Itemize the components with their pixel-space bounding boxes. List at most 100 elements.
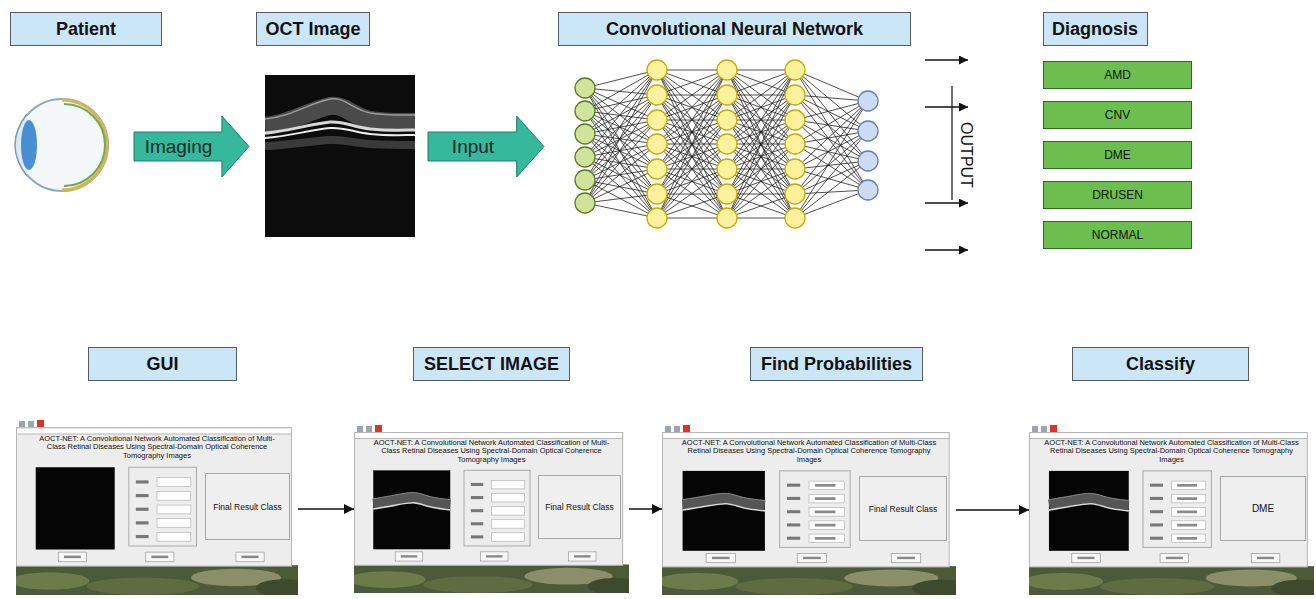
eye-illustration xyxy=(15,99,108,191)
diagnosis-class-box: NORMAL xyxy=(1043,221,1192,249)
probability-field xyxy=(809,494,844,503)
result-text: Final Result Class xyxy=(869,504,938,514)
button-caption-mark xyxy=(486,555,503,557)
result-text: Final Result Class xyxy=(545,502,614,512)
field-label-mark xyxy=(471,522,483,525)
result-panel: Final Result Class xyxy=(859,476,947,541)
neuron xyxy=(785,85,805,105)
header-text: OCT Image xyxy=(265,19,360,40)
result-panel: Final Result Class xyxy=(538,475,621,539)
process-arrow: Input xyxy=(427,115,545,178)
neuron xyxy=(575,193,595,213)
result-text: DME xyxy=(1252,503,1274,514)
network-connection xyxy=(585,70,657,157)
network-connection xyxy=(585,88,657,95)
neuron xyxy=(785,159,805,179)
network-connection xyxy=(585,111,657,218)
network-connection xyxy=(795,101,868,194)
network-connection xyxy=(585,169,657,203)
arrow-label: Input xyxy=(427,136,519,158)
network-connection xyxy=(795,101,868,120)
stage-header-box: Diagnosis xyxy=(1043,12,1148,46)
probability-field xyxy=(1172,521,1206,530)
probability-field xyxy=(1172,508,1206,517)
window-titlebar xyxy=(355,433,623,439)
button-caption-mark xyxy=(401,555,418,557)
neuron xyxy=(647,208,667,228)
window-button xyxy=(706,553,735,562)
neuron xyxy=(575,101,595,121)
output-arrow xyxy=(925,59,968,60)
gui-window-screenshot: AOCT-NET: A Convolutional Network Automa… xyxy=(354,425,629,593)
network-connection xyxy=(795,95,868,190)
network-connection xyxy=(727,194,795,218)
header-text: Convolutional Neural Network xyxy=(606,19,863,40)
neuron xyxy=(785,208,805,228)
window-button xyxy=(1160,553,1189,562)
neuron xyxy=(717,134,737,154)
probability-field xyxy=(492,533,525,541)
field-label-mark xyxy=(136,494,149,497)
desktop-icon xyxy=(1050,425,1057,432)
choroid-layer xyxy=(64,104,105,186)
probability-field xyxy=(492,520,525,528)
network-connection xyxy=(795,144,868,190)
field-label-mark xyxy=(471,496,483,499)
network-connection xyxy=(657,70,727,144)
arrow-label: Imaging xyxy=(133,136,224,158)
desktop-icon xyxy=(28,421,34,427)
network-connection xyxy=(585,134,657,218)
network-connection xyxy=(657,70,727,95)
output-label: OUTPUT xyxy=(957,122,975,188)
probability-group xyxy=(780,471,851,548)
network-connection xyxy=(657,95,727,218)
window-button xyxy=(1072,553,1101,562)
window-titlebar xyxy=(17,428,292,434)
neuron xyxy=(858,180,878,200)
process-arrow: Imaging xyxy=(133,115,250,178)
button-caption-mark xyxy=(1077,557,1094,559)
window-title: AOCT-NET: A Convolutional Network Automa… xyxy=(1043,425,1300,464)
wallpaper-patch xyxy=(912,580,956,595)
network-connection xyxy=(585,120,657,180)
desktop-icon xyxy=(683,425,690,432)
window-button xyxy=(146,552,174,562)
network-connection xyxy=(795,120,868,131)
header-text: Patient xyxy=(56,19,116,40)
neuron xyxy=(717,159,737,179)
neuron xyxy=(575,124,595,144)
network-connection xyxy=(727,70,795,144)
neuron xyxy=(717,110,737,130)
neuron xyxy=(717,208,737,228)
button-caption-mark xyxy=(712,557,730,559)
header-text: Find Probabilities xyxy=(761,354,912,375)
network-connection xyxy=(657,194,727,218)
retina-surface xyxy=(373,493,450,500)
field-value-mark xyxy=(1177,524,1197,527)
field-label-mark xyxy=(136,535,149,538)
wallpaper-patch xyxy=(354,571,426,588)
neuron xyxy=(785,184,805,204)
network-connection xyxy=(795,70,868,131)
neuron xyxy=(575,78,595,98)
neuron xyxy=(575,170,595,190)
class-label: CNV xyxy=(1105,108,1130,122)
stage-header-box: Convolutional Neural Network xyxy=(558,12,911,46)
probability-field xyxy=(809,481,844,490)
wallpaper-patch xyxy=(16,572,89,590)
neuron xyxy=(717,60,737,80)
probability-field xyxy=(157,532,191,541)
gui-window-screenshot: AOCT-NET: A Convolutional Network Automa… xyxy=(1029,425,1314,595)
network-connection xyxy=(585,70,657,203)
arrow-outline xyxy=(134,116,249,177)
neuron xyxy=(647,60,667,80)
network-connection xyxy=(585,95,657,134)
class-label: DRUSEN xyxy=(1092,188,1143,202)
wallpaper-patch xyxy=(736,578,854,595)
field-value-mark xyxy=(1177,484,1197,487)
probability-field xyxy=(492,507,525,515)
network-connection xyxy=(795,70,868,190)
output-arrow xyxy=(925,106,968,107)
header-text: Classify xyxy=(1126,354,1195,375)
network-connection xyxy=(657,144,727,218)
